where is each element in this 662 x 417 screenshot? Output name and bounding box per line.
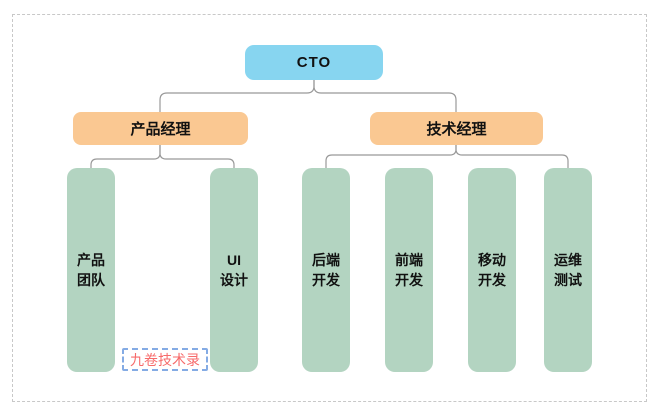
- node-mobile-dev: 移动 开发: [468, 168, 516, 372]
- node-cto: CTO: [245, 45, 383, 80]
- watermark-badge: 九卷技术录: [122, 348, 208, 371]
- node-backend-dev: 后端 开发: [302, 168, 350, 372]
- node-ui-design: UI 设计: [210, 168, 258, 372]
- node-frontend-dev: 前端 开发: [385, 168, 433, 372]
- node-product-manager: 产品经理: [73, 112, 248, 145]
- watermark-text: 九卷技术录: [130, 351, 200, 368]
- node-tech-manager: 技术经理: [370, 112, 543, 145]
- node-ops-testing: 运维 测试: [544, 168, 592, 372]
- dashed-frame: [12, 14, 647, 402]
- node-product-team: 产品 团队: [67, 168, 115, 372]
